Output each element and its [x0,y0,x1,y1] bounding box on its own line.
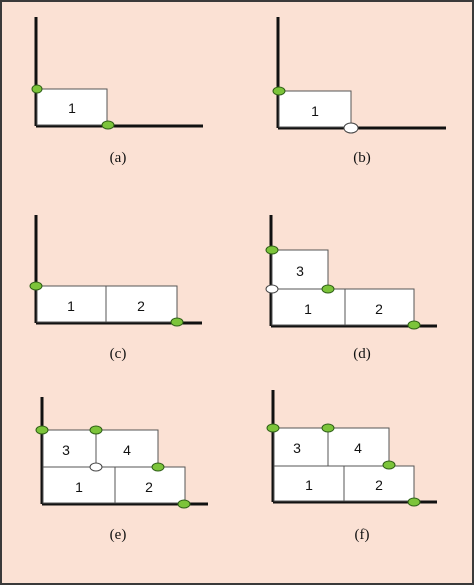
panel-f: 3 4 1 2 (f) [266,390,437,543]
box-1 [36,88,108,126]
green-point [177,499,191,509]
box-1-label: 1 [304,301,312,317]
box-2-label: 2 [375,477,383,493]
box-1-label: 1 [311,103,319,119]
box-2-label: 2 [145,479,153,495]
caption-a: (a) [110,150,127,166]
box-1 [36,285,107,323]
green-point [29,281,43,291]
white-point [265,284,279,294]
green-point [272,86,286,96]
box-1 [42,466,116,504]
box-3 [42,429,97,468]
green-point [101,120,115,130]
box-1-label: 1 [68,100,76,116]
green-point [265,245,279,255]
box-2-label: 2 [375,301,383,317]
box-2 [344,288,415,326]
box-3-label: 3 [293,440,301,456]
box-3 [271,249,329,290]
green-point [407,320,421,330]
box-1 [273,465,345,502]
box-1 [271,288,346,326]
box-2 [105,285,178,323]
box-4 [95,429,159,468]
box-3-label: 3 [296,263,304,279]
box-1-label: 1 [75,479,83,495]
panel-b: 1 (b) [272,17,446,166]
caption-d: (d) [353,346,371,362]
box-3-label: 3 [62,442,70,458]
box-1 [278,90,352,128]
white-point [343,122,359,134]
caption-e: (e) [110,527,127,543]
box-4-label: 4 [354,440,362,456]
panel-d: 3 1 2 (d) [265,215,437,362]
box-2 [114,466,186,504]
green-point [170,317,184,327]
green-point [382,460,396,470]
green-point [89,425,103,435]
panel-c: 1 2 (c) [29,215,202,362]
green-point [266,423,280,433]
green-point [151,462,165,472]
panel-e: 3 4 1 2 (e) [35,397,208,543]
box-4-label: 4 [123,442,131,458]
white-point [89,462,103,472]
green-point [35,425,49,435]
box-3 [273,427,329,467]
green-point [31,84,43,94]
green-point [321,284,335,294]
green-point [407,497,421,507]
box-1-label: 1 [305,477,313,493]
green-point [321,423,335,433]
caption-f: (f) [355,527,370,543]
panel-a: 1 (a) [31,17,203,166]
box-2 [343,465,415,502]
caption-c: (c) [110,346,127,362]
box-1-label: 1 [67,298,75,314]
box-2-label: 2 [137,298,145,314]
box-4 [327,427,390,467]
caption-b: (b) [353,150,371,166]
